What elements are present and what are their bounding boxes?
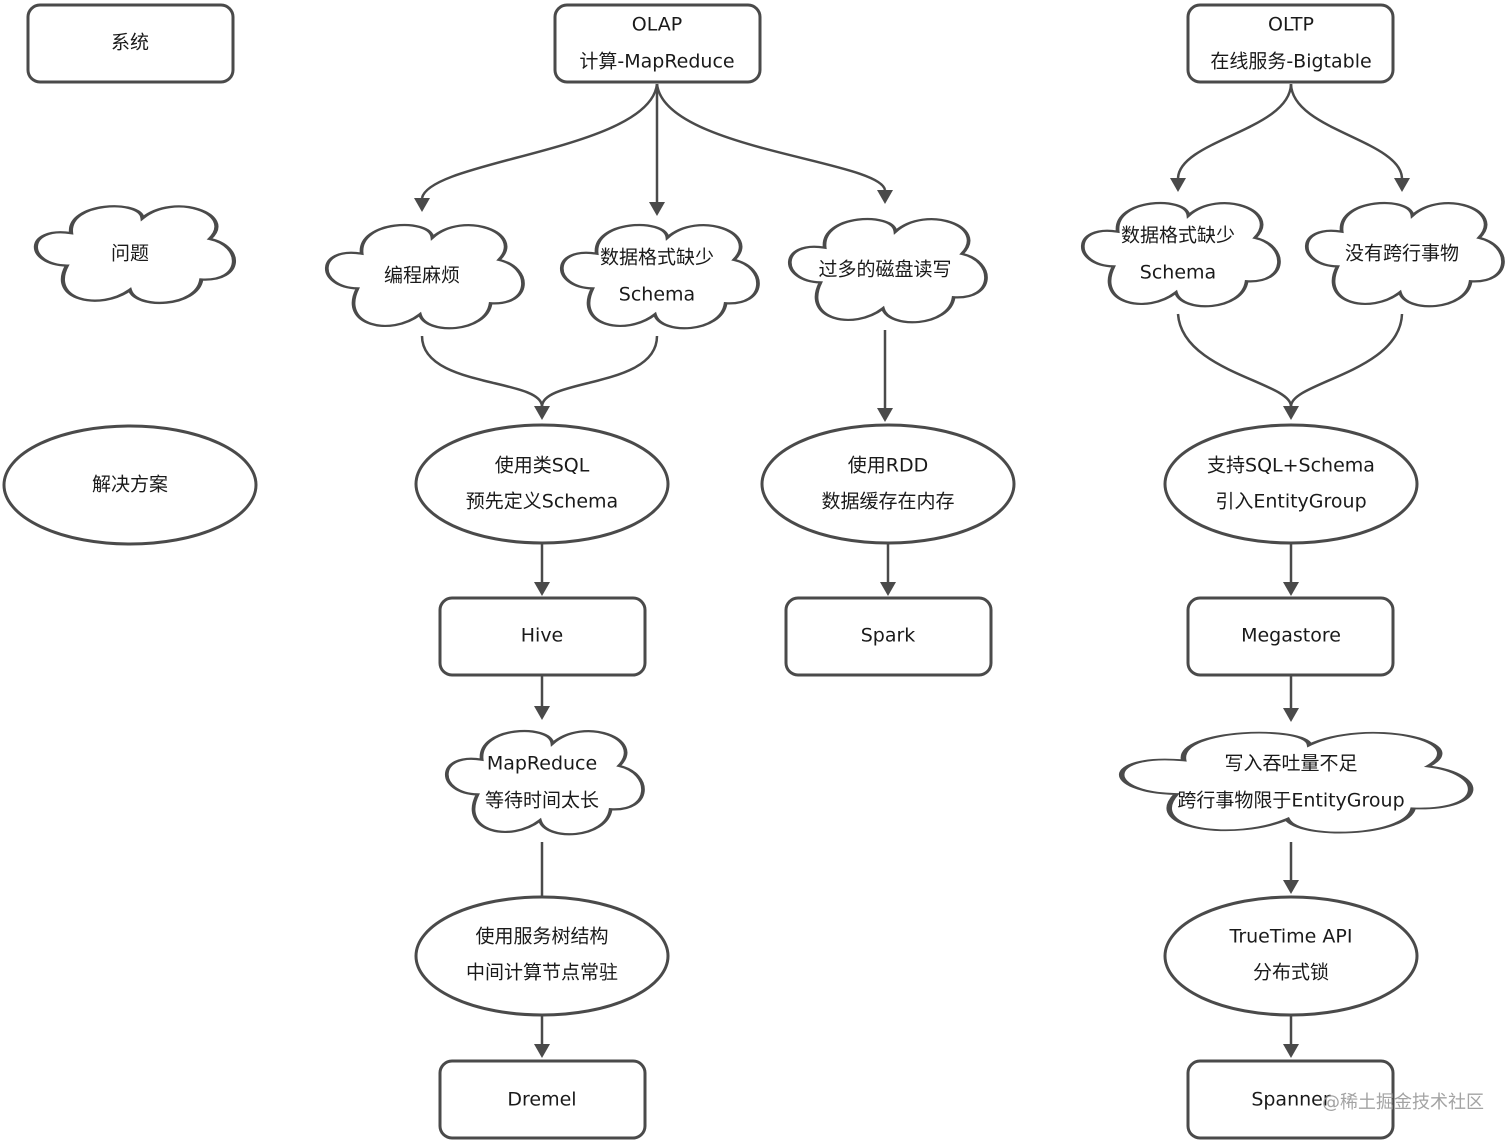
watermark: @稀土掘金技术社区 [1322, 1092, 1484, 1113]
oltp-problem-schema-cloud [1083, 203, 1279, 306]
arrowhead [1170, 178, 1186, 192]
legend: 系统 问题 解决方案 [2, 3, 258, 546]
olap-solution-tree-line2: 中间计算节点常驻 [466, 962, 618, 984]
dremel-label: Dremel [507, 1089, 576, 1111]
oltp-problem-write-line1: 写入吞吐量不足 [1224, 753, 1357, 775]
arrowhead [649, 202, 665, 216]
arrowhead [534, 582, 550, 596]
edge-schema-to-sql [540, 335, 659, 407]
oltp-solution-line2: 引入EntityGroup [1215, 491, 1366, 513]
oltp-solution-line1: 支持SQL+Schema [1207, 455, 1375, 477]
olap-solution-tree-line1: 使用服务树结构 [475, 926, 608, 948]
oltp-system-box [1186, 3, 1395, 84]
oltp-solution-ellipse [1163, 423, 1419, 545]
spark-label: Spark [861, 625, 916, 647]
olap-problem-wait-line2: 等待时间太长 [485, 790, 599, 812]
arrowhead [880, 582, 896, 596]
olap-system-box [553, 3, 762, 84]
olap-solution-tree-ellipse [414, 895, 670, 1017]
edge-olap-to-disk [655, 83, 887, 191]
olap-solution-rdd-line1: 使用RDD [848, 455, 928, 477]
spark-system-box [784, 596, 993, 677]
arrowhead [534, 1044, 550, 1058]
oltp-problem-write-cloud [1122, 733, 1471, 833]
arrowhead [1283, 708, 1299, 722]
oltp-solution-truetime-line2: 分布式锁 [1253, 962, 1329, 984]
oltp-problem-write-line2: 跨行事物限于EntityGroup [1177, 790, 1404, 812]
oltp-subtitle: 在线服务-Bigtable [1210, 51, 1371, 73]
edge-txn-to-oltp-solution [1289, 313, 1404, 407]
arrowhead [414, 198, 430, 212]
olap-solution-sql-line2: 预先定义Schema [466, 491, 618, 513]
oltp-problem-schema-line1: 数据格式缺少 [1121, 225, 1235, 247]
edge-schema-to-oltp-solution [1176, 313, 1293, 407]
spanner-system-box [1186, 1059, 1395, 1140]
legend-system-label: 系统 [111, 32, 149, 54]
arrowhead [877, 408, 893, 422]
olap-solution-sql-ellipse [414, 423, 670, 545]
olap-subtitle: 计算-MapReduce [579, 51, 734, 73]
legend-solution-ellipse [2, 424, 258, 546]
oltp-problem-schema-line2: Schema [1140, 262, 1216, 284]
edge-oltp-to-schema [1176, 83, 1293, 179]
olap-problem-disk-label: 过多的磁盘读写 [818, 259, 951, 281]
olap-solution-rdd-line2: 数据缓存在内存 [821, 491, 954, 513]
olap-problem-schema-line2: Schema [619, 284, 695, 306]
spanner-label: Spanner [1251, 1089, 1331, 1111]
edges [414, 83, 1410, 1058]
dremel-system-box [438, 1059, 647, 1140]
arrowhead [1283, 406, 1299, 420]
legend-solution-label: 解决方案 [92, 474, 168, 496]
olap-column: OLAP 计算-MapReduce 编程麻烦 数据格式缺少 Schema 过多的… [327, 3, 1016, 1140]
oltp-solution-truetime-ellipse [1163, 895, 1419, 1017]
arrowhead [877, 190, 893, 204]
megastore-label: Megastore [1241, 625, 1341, 647]
olap-problem-coding-label: 编程麻烦 [384, 265, 460, 287]
olap-problem-schema-cloud [562, 225, 758, 328]
hive-system-box [438, 596, 647, 677]
arrowhead [1283, 582, 1299, 596]
legend-problem-label: 问题 [111, 243, 149, 265]
olap-solution-sql-line1: 使用类SQL [495, 455, 590, 477]
oltp-column: OLTP 在线服务-Bigtable 数据格式缺少 Schema 没有跨行事物 … [1083, 3, 1503, 1140]
edge-coding-to-sql [420, 335, 544, 407]
olap-problem-wait-line1: MapReduce [487, 753, 597, 775]
hive-label: Hive [521, 625, 564, 647]
arrowhead [1283, 1044, 1299, 1058]
oltp-solution-truetime-line1: TrueTime API [1229, 926, 1353, 948]
arrowhead [1283, 880, 1299, 894]
olap-problem-schema-line1: 数据格式缺少 [600, 247, 714, 269]
oltp-title: OLTP [1268, 14, 1314, 36]
olap-problem-wait-cloud [447, 731, 643, 834]
legend-system-box [26, 3, 235, 84]
arrowhead [534, 706, 550, 720]
edge-olap-to-coding [420, 83, 659, 199]
olap-solution-rdd-ellipse [760, 423, 1016, 545]
arrowhead [534, 406, 550, 420]
edge-oltp-to-txn [1289, 83, 1404, 179]
olap-title: OLAP [632, 14, 682, 36]
megastore-system-box [1186, 596, 1395, 677]
arrowhead [1394, 178, 1410, 192]
oltp-problem-txn-label: 没有跨行事物 [1345, 243, 1459, 265]
